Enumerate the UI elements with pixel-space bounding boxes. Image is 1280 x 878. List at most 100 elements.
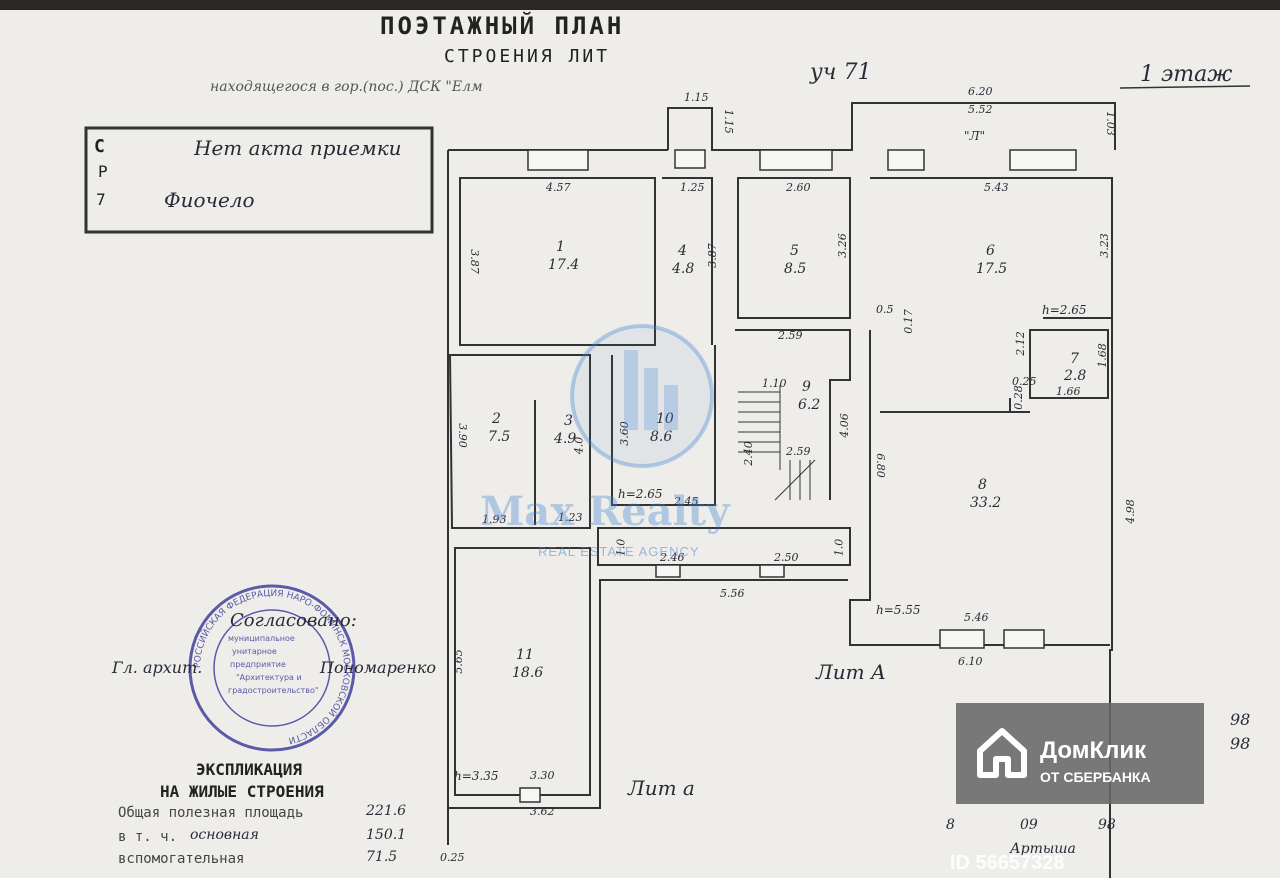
room-area: 17.5 <box>976 261 1008 277</box>
stamp-inner-line: муниципальное <box>228 634 295 643</box>
sheet-code: уч 71 <box>810 60 872 85</box>
dimension-label: 5.52 <box>968 103 993 116</box>
explication-subtitle: НА ЖИЛЫЕ СТРОЕНИЯ <box>160 782 324 801</box>
lit-label-annex: Лит а <box>628 776 695 800</box>
room-number: 4 <box>678 243 687 259</box>
room-number: 1 <box>556 239 565 255</box>
room-area: 2.8 <box>1064 368 1087 384</box>
dimension-label: 3.62 <box>530 805 555 818</box>
dimension-label: 2.45 <box>674 495 699 508</box>
approval-signature: Пономаренко <box>320 658 436 677</box>
domclick-name: ДомКлик <box>1040 737 1147 764</box>
room-area: 33.2 <box>970 495 1002 511</box>
wall-mid <box>448 354 591 529</box>
stamp-char: С <box>94 136 105 157</box>
corner-note: 98 <box>1230 710 1251 729</box>
room-number: 7 <box>1070 351 1079 367</box>
room-area: 4.8 <box>672 261 695 277</box>
corner-note: 8 <box>946 817 955 833</box>
dimension-label: 1.66 <box>1056 385 1081 398</box>
room11 <box>447 540 848 809</box>
corner-note: 09 <box>1020 817 1038 833</box>
explication-main-label: основная <box>190 827 259 843</box>
dimension-label: 5.43 <box>984 181 1009 194</box>
watermark-brand: Max Realty <box>480 488 730 535</box>
lit-label-main: Лит А <box>816 660 887 684</box>
listing-id: ID 56657328 <box>950 852 1065 874</box>
room-number: 3 <box>564 413 573 429</box>
room8 <box>849 330 1110 646</box>
dimension-label: 2.60 <box>786 181 811 194</box>
explication-main-value: 150.1 <box>366 827 407 843</box>
rejection-stamp: С Р 7 Нет акта приемки Фиочело <box>84 122 436 237</box>
dimension-label: 1.10 <box>762 377 787 390</box>
corner-signature: Артыша <box>1010 841 1076 857</box>
corridor <box>611 345 716 506</box>
room-area: 17.4 <box>548 257 580 273</box>
corner-note: 98 <box>1230 734 1251 753</box>
room7 <box>1029 329 1109 399</box>
stamp-note: Нет акта приемки <box>194 136 402 160</box>
dimension-label: 2.50 <box>774 551 799 564</box>
room-area: 6.2 <box>798 397 821 413</box>
wing-letter: "Л" <box>964 129 986 143</box>
dimension-label: 3.30 <box>530 769 555 782</box>
dimension-label: 1.15 <box>684 91 709 104</box>
corner-note: 98 <box>1098 817 1116 833</box>
plan-subtitle: СТРОЕНИЯ ЛИТ <box>444 46 611 67</box>
ceiling-height: h=5.55 <box>876 603 921 617</box>
house-icon <box>977 728 1027 778</box>
inner-wall-room4 <box>662 177 713 345</box>
watermark-tagline: REAL ESTATE AGENCY <box>538 544 700 559</box>
stamp-inner-line: градостроительство" <box>228 686 319 695</box>
stamp-inner-line: "Архитектура и <box>236 673 302 682</box>
approval-chief: Гл. архит. <box>112 658 203 677</box>
dimension-label: 2.59 <box>786 445 811 458</box>
explication-aux-label: вспомогательная <box>118 851 245 867</box>
dimension-label: 6.10 <box>958 655 983 668</box>
dimension-label: 1.25 <box>680 181 705 194</box>
dimension-label: 6.20 <box>968 85 993 98</box>
inner-wall-top <box>459 177 656 346</box>
room-number: 8 <box>978 477 987 493</box>
inner-wall-room5 <box>737 177 851 319</box>
explication-aux-value: 71.5 <box>366 849 398 865</box>
room-number: 9 <box>802 379 811 395</box>
stair-area <box>735 329 851 500</box>
stamp-char: Р <box>98 162 108 181</box>
room-number: 6 <box>986 243 995 259</box>
explication-total-label: Общая полезная площадь <box>118 805 304 821</box>
dimension-label: 5.56 <box>720 587 745 600</box>
room-area: 8.6 <box>650 430 672 444</box>
approval-agreed: Согласовано: <box>230 610 357 631</box>
room-number: 5 <box>790 243 799 259</box>
dimension-label: 1.93 <box>482 513 507 526</box>
room-area: 8.5 <box>784 261 807 277</box>
dimension-label: 2.46 <box>660 551 685 564</box>
room-area: 18.6 <box>512 665 544 681</box>
dimension-label: 5.46 <box>964 611 989 624</box>
dimension-label: 0.25 <box>440 851 465 864</box>
stairs <box>738 385 816 501</box>
windows <box>519 149 1077 803</box>
stamp-inner-line: предприятие <box>230 660 286 669</box>
location-line: находящегося в гор.(пос.) ДСК "Елм <box>210 79 483 95</box>
domclick-sub: ОТ СБЕРБАНКА <box>1040 769 1151 785</box>
room-area: 4.9 <box>554 431 577 447</box>
room-number: 2 <box>492 411 501 427</box>
explication-total-value: 221.6 <box>366 803 407 819</box>
dimension-label: 2.59 <box>778 329 803 342</box>
plan-title: ПОЭТАЖНЫЙ ПЛАН <box>380 12 625 40</box>
domclick-badge: ДомКлик ОТ СБЕРБАНКА <box>956 703 1204 804</box>
dimension-label: 1.23 <box>558 511 583 524</box>
stamp-inner-line: унитарное <box>232 647 277 656</box>
dimension-label: 4.57 <box>546 181 571 194</box>
room-number: 11 <box>516 647 534 663</box>
room-number: 10 <box>656 412 674 426</box>
lower-corridor <box>597 527 851 566</box>
ceiling-height: h=2.65 <box>1042 303 1087 317</box>
stamp-char: 7 <box>96 190 106 209</box>
